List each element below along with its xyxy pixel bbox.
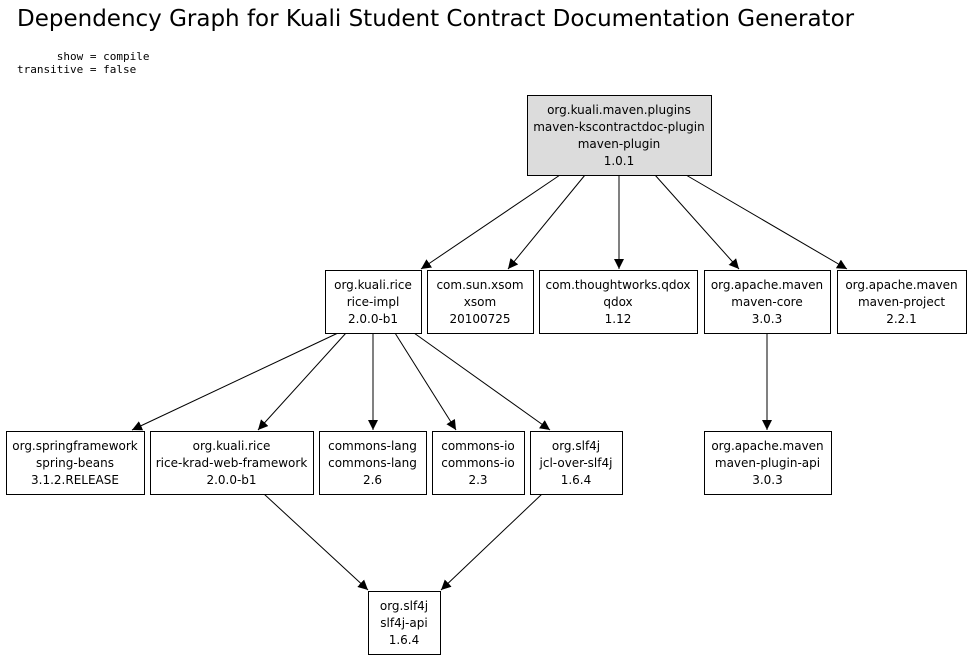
edge-jcl-over-slf4j-to-slf4j-api [440, 493, 543, 591]
node-label-line: maven-plugin-api [715, 456, 820, 470]
node-label-line: org.apache.maven [711, 278, 823, 292]
node-label-line: 1.6.4 [561, 473, 592, 487]
node-label-line: jcl-over-slf4j [539, 456, 613, 470]
node-box [837, 270, 967, 334]
node-root: org.kuali.maven.plugins maven-kscontractd… [527, 95, 712, 176]
node-label-line: 2.0.0-b1 [206, 473, 256, 487]
node-box [530, 431, 623, 495]
node-label-line: 3.1.2.RELEASE [31, 473, 119, 487]
node-label-line: 2.3 [468, 473, 487, 487]
node-box [539, 270, 698, 334]
node-label-line: spring-beans [36, 456, 114, 470]
node-box [368, 591, 441, 655]
node-maven-plugin-api: org.apache.maven maven-plugin-api 3.0.3 [704, 431, 832, 495]
node-label-line: 2.0.0-b1 [348, 312, 398, 326]
edge-root-to-maven-core [654, 174, 740, 270]
node-spring-beans: org.springframework spring-beans 3.1.2.REL… [6, 431, 145, 495]
node-label-line: org.kuali.maven.plugins [547, 103, 691, 117]
node-label-line: org.apache.maven [845, 278, 957, 292]
node-commons-lang: commons-lang commons-lang 2.6 [319, 431, 427, 495]
node-box [704, 270, 831, 334]
edge-rice-impl-to-rice-krad [257, 332, 347, 431]
node-label-line: commons-io [441, 439, 515, 453]
node-label-line: maven-kscontractdoc-plugin [533, 120, 705, 134]
edge-rice-impl-to-spring-beans [131, 332, 339, 431]
node-qdox: com.thoughtworks.qdox qdox 1.12 [539, 270, 698, 334]
node-box [432, 431, 525, 495]
node-jcl-over-slf4j: org.slf4j jcl-over-slf4j 1.6.4 [530, 431, 623, 495]
node-label-line: org.slf4j [380, 599, 428, 613]
node-label-line: org.kuali.rice [334, 278, 412, 292]
node-label-line: 3.0.3 [752, 312, 783, 326]
node-label-line: org.slf4j [552, 439, 600, 453]
edge-root-to-maven-project [685, 174, 848, 270]
node-label-line: 3.0.3 [752, 473, 783, 487]
node-label-line: rice-krad-web-framework [156, 456, 308, 470]
param-transitive: transitive = false [17, 63, 137, 76]
node-box [427, 270, 534, 334]
node-label-line: qdox [603, 295, 632, 309]
node-label-line: 2.2.1 [886, 312, 917, 326]
edge-rice-impl-to-jcl-over-slf4j [413, 332, 551, 431]
param-show: show = compile [17, 50, 150, 63]
node-label-line: commons-lang [328, 439, 417, 453]
node-label-line: 20100725 [449, 312, 510, 326]
node-slf4j-api: org.slf4j slf4j-api 1.6.4 [368, 591, 441, 655]
node-label-line: 2.6 [363, 473, 382, 487]
node-label-line: org.springframework [12, 439, 138, 453]
node-box [704, 431, 832, 495]
edges-layer [131, 174, 848, 591]
edge-root-to-rice-impl [420, 174, 561, 270]
graph-parameters: show = compile transitive = false [17, 50, 149, 76]
node-box [319, 431, 427, 495]
node-commons-io: commons-io commons-io 2.3 [432, 431, 525, 495]
node-label-line: com.thoughtworks.qdox [545, 278, 690, 292]
node-xsom: com.sun.xsom xsom 20100725 [427, 270, 534, 334]
node-label-line: maven-project [858, 295, 945, 309]
node-rice-krad: org.kuali.rice rice-krad-web-framework 2.0… [150, 431, 314, 495]
node-rice-impl: org.kuali.rice rice-impl 2.0.0-b1 [325, 270, 422, 334]
node-maven-core: org.apache.maven maven-core 3.0.3 [704, 270, 831, 334]
node-label-line: org.kuali.rice [193, 439, 271, 453]
node-label-line: slf4j-api [380, 616, 427, 630]
node-label-line: 1.12 [605, 312, 632, 326]
node-box [527, 95, 712, 176]
node-maven-project: org.apache.maven maven-project 2.2.1 [837, 270, 967, 334]
diagram-title: Dependency Graph for Kuali Student Contr… [17, 6, 855, 32]
node-label-line: com.sun.xsom [436, 278, 523, 292]
nodes-layer: org.kuali.maven.plugins maven-kscontractd… [6, 95, 967, 655]
node-label-line: rice-impl [347, 295, 400, 309]
node-label-line: 1.6.4 [389, 633, 420, 647]
node-label-line: 1.0.1 [604, 154, 635, 168]
edge-root-to-xsom [507, 174, 586, 270]
node-label-line: maven-plugin [578, 137, 661, 151]
node-label-line: commons-lang [328, 456, 417, 470]
node-box [325, 270, 422, 334]
edge-rice-impl-to-commons-io [394, 332, 457, 431]
node-label-line: xsom [464, 295, 496, 309]
edge-rice-krad-to-slf4j-api [263, 493, 369, 591]
node-box [6, 431, 145, 495]
node-label-line: maven-core [731, 295, 802, 309]
node-label-line: org.apache.maven [711, 439, 823, 453]
node-box [150, 431, 314, 495]
node-label-line: commons-io [441, 456, 515, 470]
